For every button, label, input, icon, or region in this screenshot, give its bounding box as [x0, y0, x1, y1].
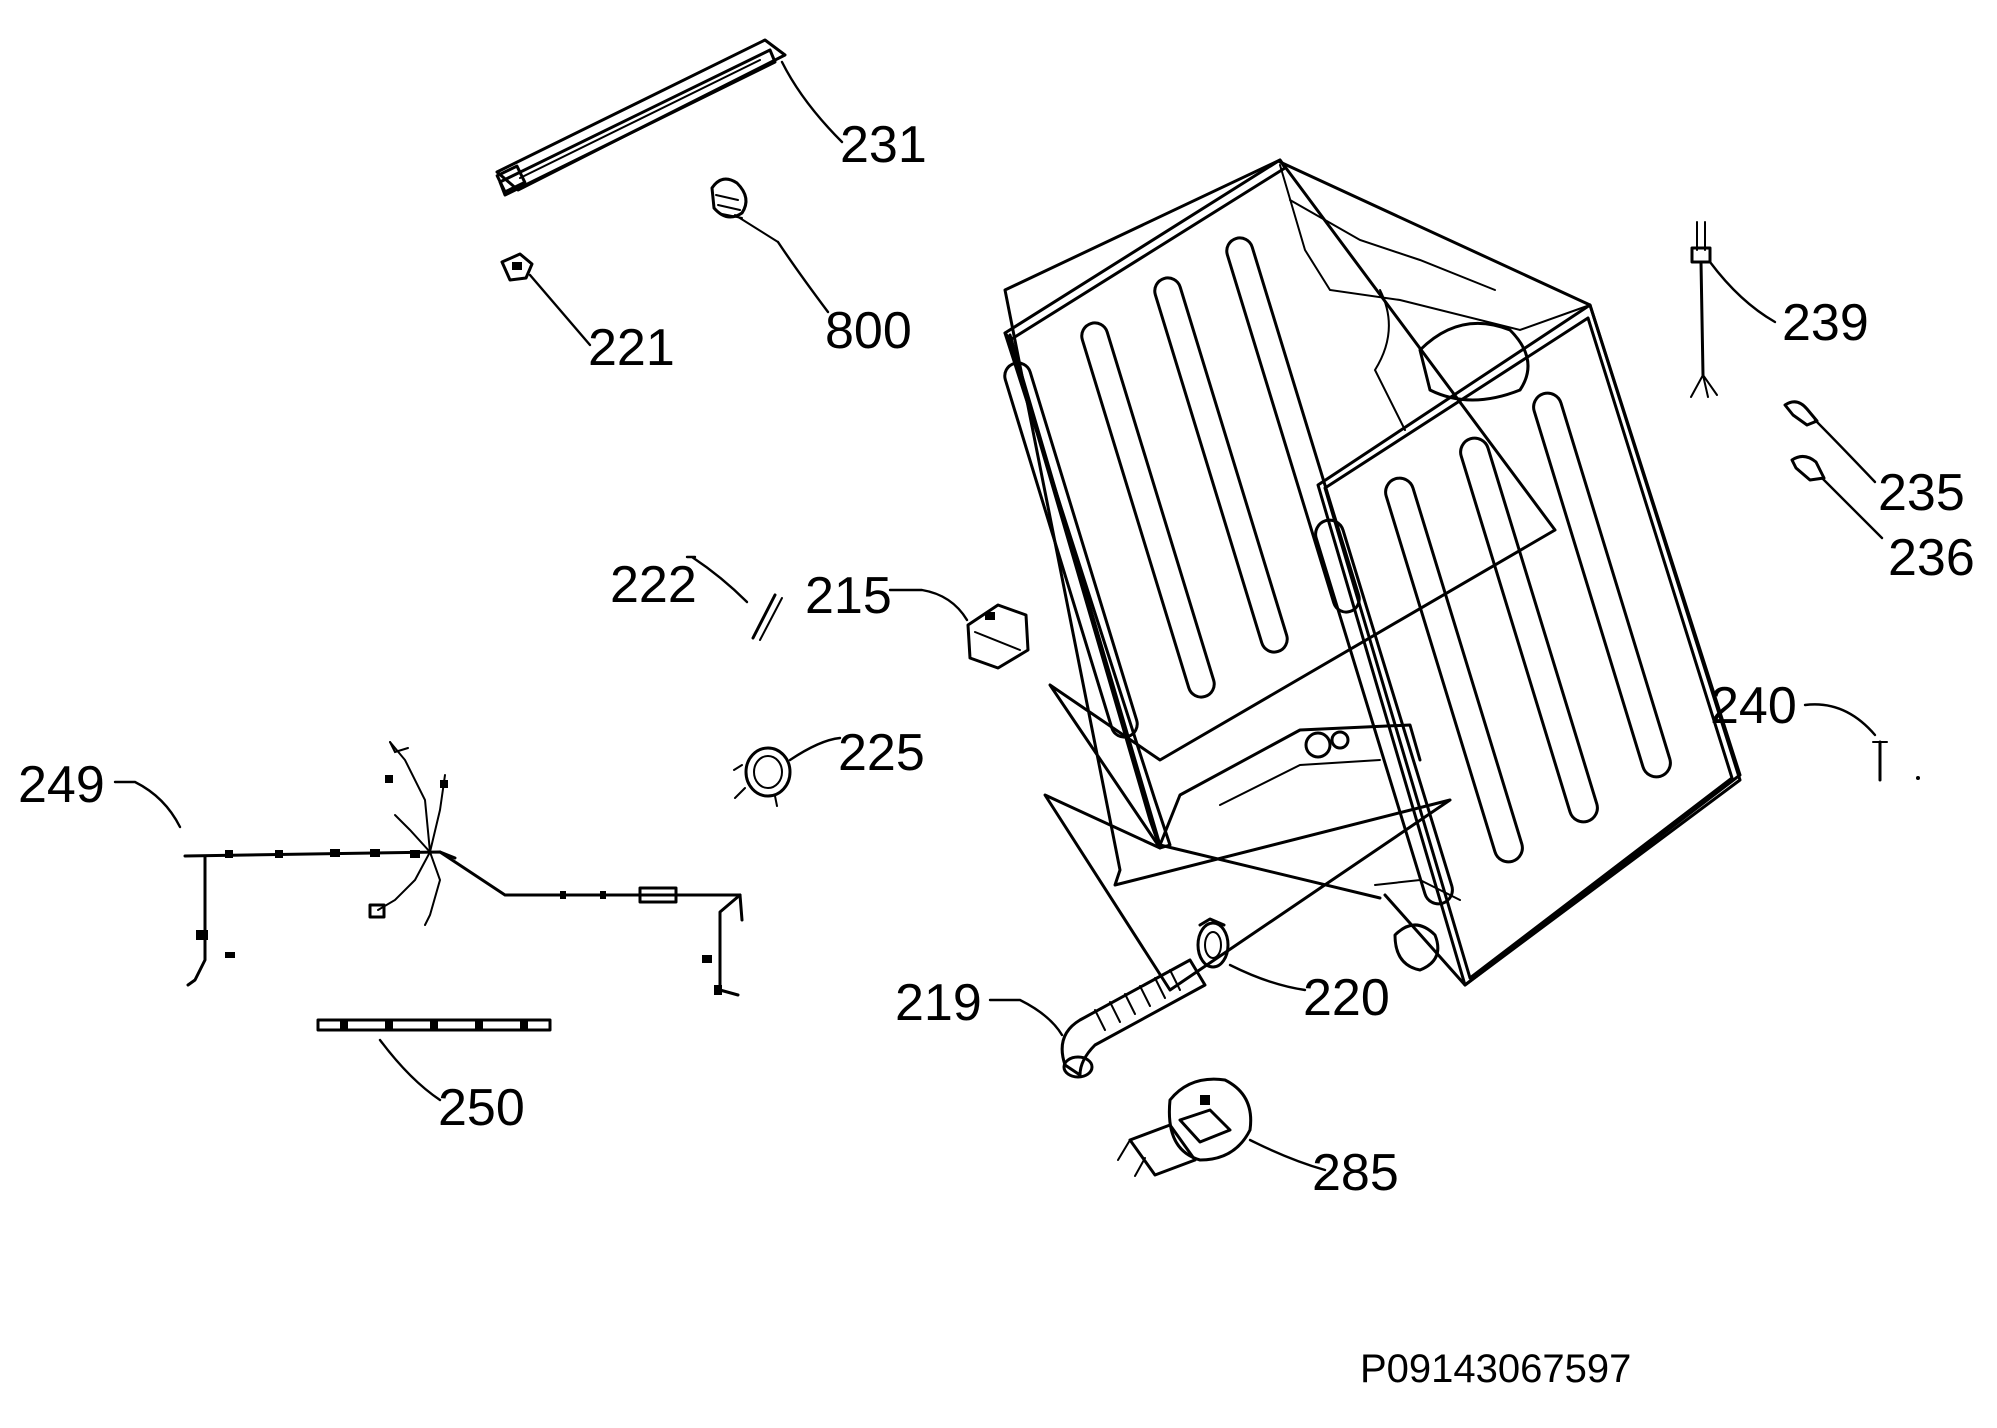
callout-219: 219	[895, 974, 982, 1032]
callout-220: 220	[1303, 969, 1390, 1027]
part-240-screw	[1803, 703, 1920, 782]
cabinet-housing	[1003, 158, 1742, 992]
callout-222: 222	[610, 556, 697, 614]
callout-215: 215	[805, 567, 892, 625]
part-225-sensor	[733, 736, 842, 807]
callout-235: 235	[1878, 464, 1965, 522]
callout-250: 250	[438, 1079, 525, 1137]
callout-249: 249	[18, 756, 105, 814]
callout-285: 285	[1312, 1144, 1399, 1202]
part-249-wiring-harness	[113, 741, 744, 997]
part-235-clip	[1783, 400, 1877, 484]
callout-236: 236	[1888, 529, 1975, 587]
part-285-pump	[1117, 1077, 1327, 1177]
part-220-clamp	[1196, 917, 1307, 992]
part-219-hose	[988, 958, 1207, 1079]
callout-239: 239	[1782, 294, 1869, 352]
callout-221: 221	[588, 319, 675, 377]
reference-code: P09143067597	[1360, 1347, 1631, 1391]
part-222-pin	[685, 555, 783, 641]
part-231-top-rail	[495, 38, 844, 197]
callout-800: 800	[825, 302, 912, 360]
part-236-clip	[1790, 455, 1884, 540]
part-800-spring	[710, 177, 830, 314]
callout-231: 231	[840, 116, 927, 174]
part-250-strip	[316, 1018, 552, 1102]
callout-240: 240	[1710, 677, 1797, 735]
callout-225: 225	[838, 724, 925, 782]
part-215-connector	[888, 588, 1030, 670]
part-239-power-cord	[1690, 221, 1777, 398]
part-221-clip	[500, 252, 592, 347]
